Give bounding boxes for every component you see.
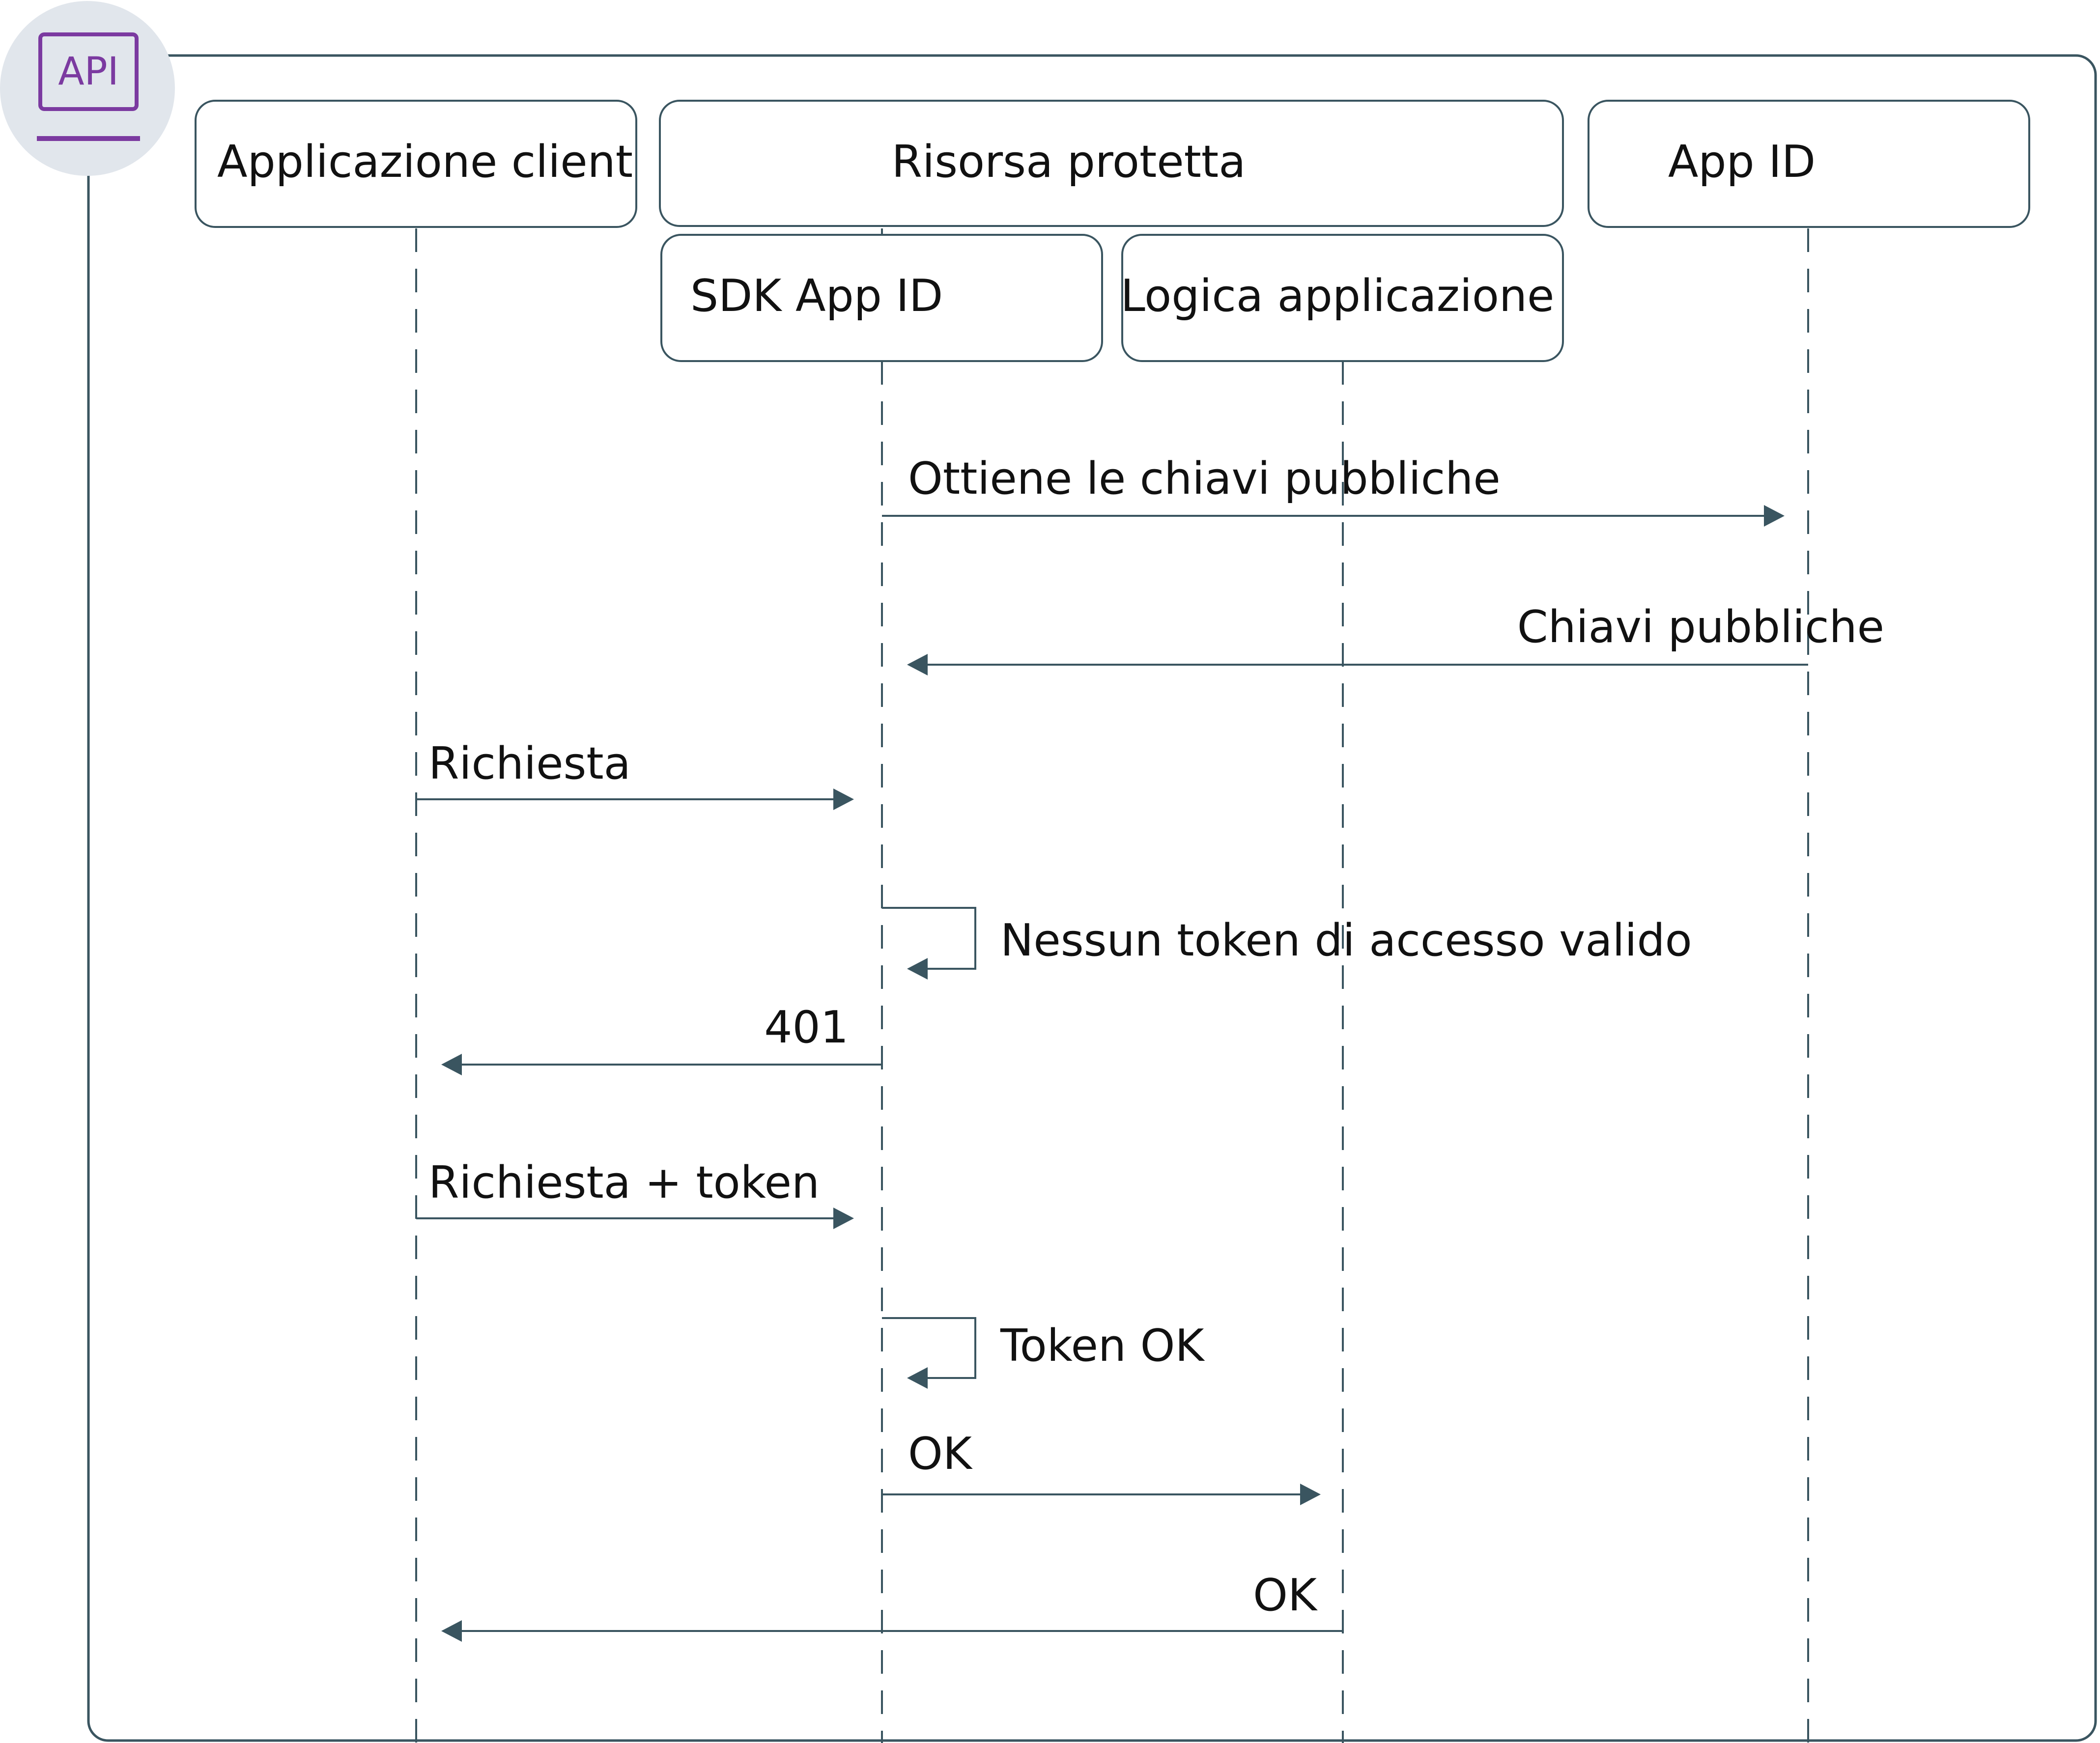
message-request-token: Richiesta + token bbox=[416, 1157, 854, 1229]
message-401-label: 401 bbox=[764, 1002, 849, 1053]
participant-client-label: Applicazione client bbox=[217, 136, 633, 188]
api-icon-label: API bbox=[58, 50, 118, 94]
message-get-public-keys: Ottiene le chiavi pubbliche bbox=[882, 453, 1785, 527]
message-ok-to-client-label: OK bbox=[1253, 1570, 1318, 1621]
participant-logic-label: Logica applicazione bbox=[1121, 270, 1555, 322]
message-ok-to-logic-label: OK bbox=[908, 1428, 973, 1480]
message-no-valid-token: Nessun token di accesso valido bbox=[882, 907, 1692, 980]
participant-sdk-label: SDK App ID bbox=[690, 270, 943, 322]
message-request-token-label: Richiesta + token bbox=[428, 1157, 820, 1209]
message-public-keys-label: Chiavi pubbliche bbox=[1517, 601, 1884, 653]
participant-protected-resource-label: Risorsa protetta bbox=[892, 136, 1246, 188]
message-request-label: Richiesta bbox=[428, 738, 631, 789]
participant-client: Applicazione client bbox=[195, 100, 637, 228]
message-public-keys: Chiavi pubbliche bbox=[907, 601, 1884, 675]
message-token-ok: Token OK bbox=[882, 1317, 1205, 1389]
message-ok-to-logic: OK bbox=[882, 1428, 1321, 1505]
participant-appid: App ID bbox=[1588, 100, 2030, 228]
message-request: Richiesta bbox=[416, 738, 854, 810]
message-ok-to-client: OK bbox=[441, 1570, 1343, 1642]
message-token-ok-label: Token OK bbox=[1000, 1320, 1205, 1372]
diagram-frame bbox=[87, 54, 2097, 1742]
message-no-valid-token-label: Nessun token di accesso valido bbox=[1000, 915, 1692, 966]
api-icon: API bbox=[0, 1, 175, 176]
message-get-public-keys-label: Ottiene le chiavi pubbliche bbox=[908, 453, 1501, 505]
participant-protected-resource: Risorsa protetta bbox=[659, 100, 1564, 227]
message-401: 401 bbox=[441, 1002, 882, 1075]
participant-logic: Logica applicazione bbox=[1121, 234, 1564, 362]
participant-sdk: SDK App ID bbox=[660, 234, 1103, 362]
participant-appid-label: App ID bbox=[1668, 136, 1816, 188]
